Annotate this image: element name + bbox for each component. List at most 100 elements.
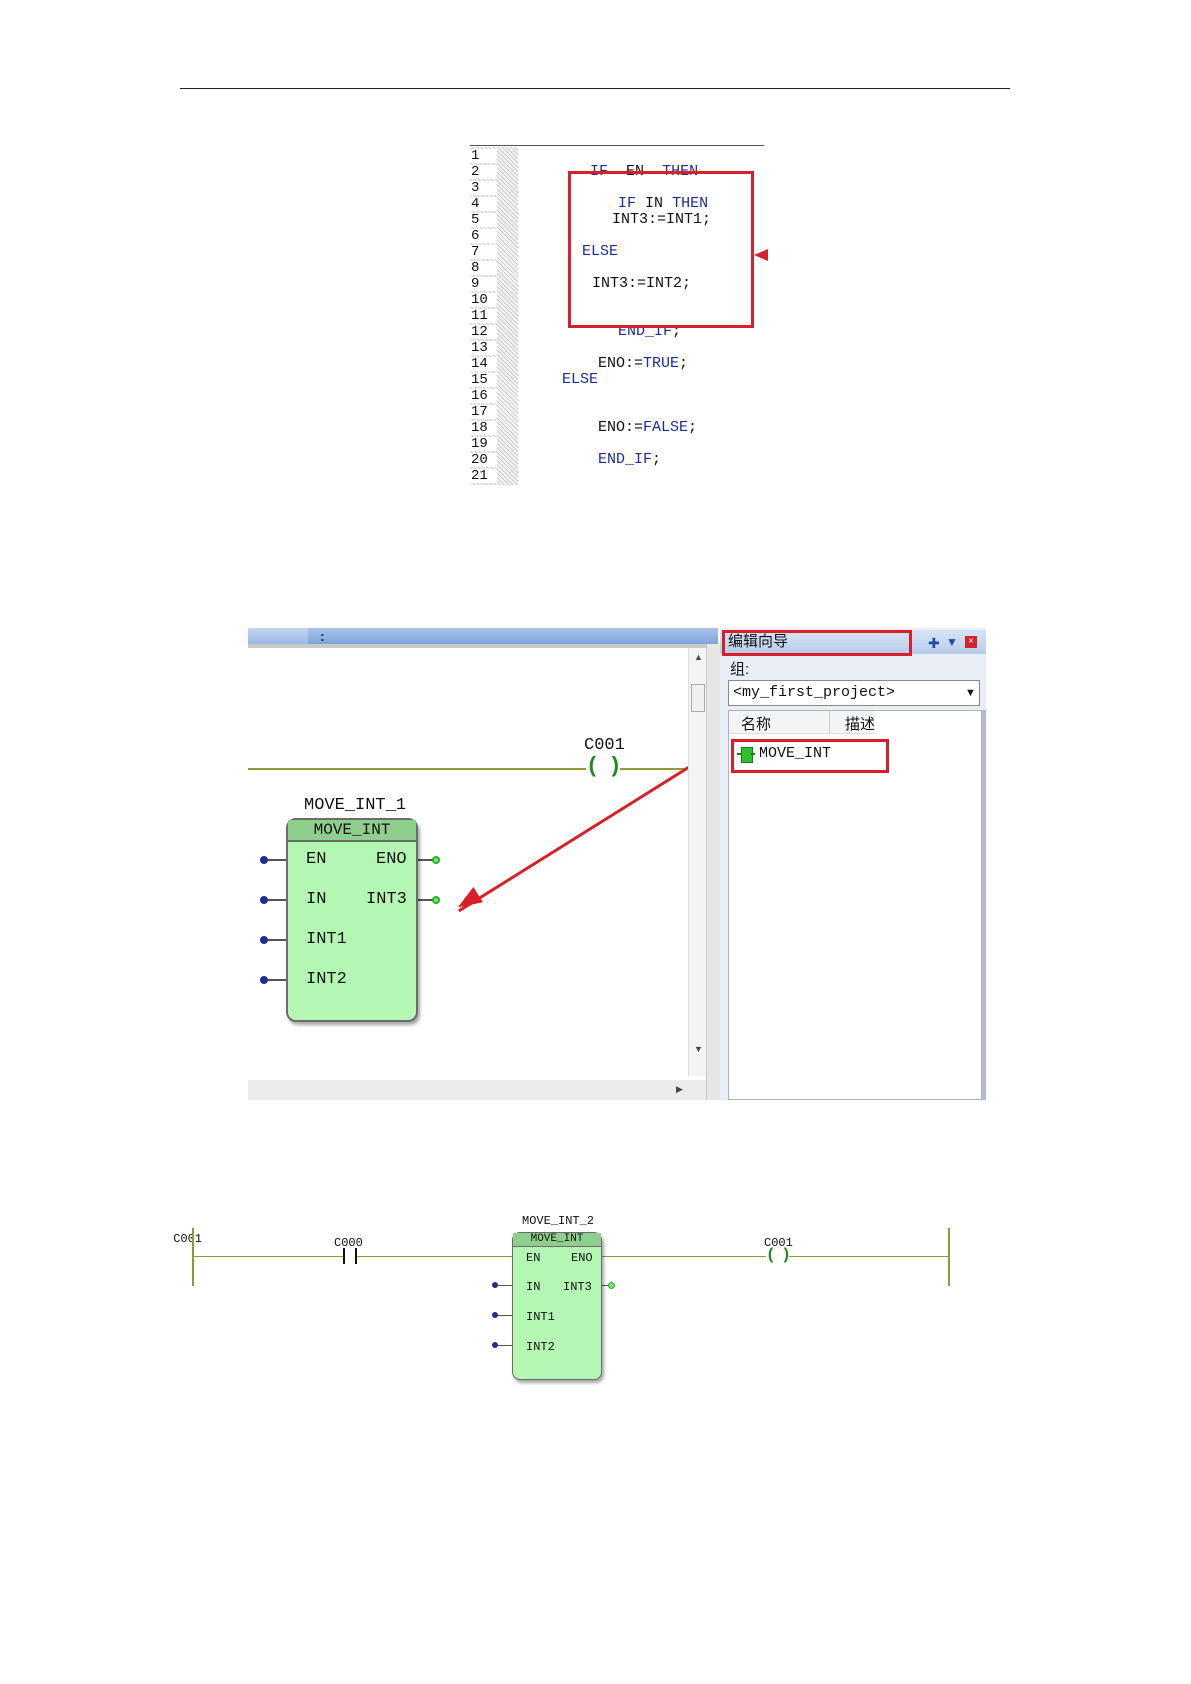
highlight-arrow-icon — [754, 249, 768, 261]
input-pin-dot[interactable] — [492, 1342, 498, 1348]
line-number: 8 — [470, 261, 497, 275]
code-line-5[interactable]: INT3:=INT1; — [612, 211, 712, 228]
coil-label: C001 — [584, 736, 625, 755]
fb-output-int3: INT3 — [563, 1280, 592, 1294]
pin-wire — [266, 939, 288, 941]
input-pin-dot[interactable] — [260, 976, 268, 984]
line-number: 21 — [470, 469, 497, 483]
pin-icon[interactable]: ✚ — [928, 635, 940, 651]
editor-top-border — [470, 145, 764, 146]
block-list[interactable]: 名称 描述 MOVE_INT — [728, 710, 982, 1100]
fb-input-en: EN — [526, 1251, 541, 1265]
list-item[interactable]: MOVE_INT — [759, 745, 832, 762]
fb-instance-name: MOVE_INT_1 — [304, 796, 407, 815]
line-number: 16 — [470, 389, 497, 403]
pin-wire — [600, 1285, 610, 1286]
highlight-box — [731, 739, 889, 773]
scroll-down-icon[interactable]: ▼ — [694, 1044, 703, 1054]
close-icon[interactable]: × — [965, 636, 977, 648]
rung-line — [194, 1256, 524, 1257]
edit-wizard-panel: 编辑向导 ✚ ▼ × 组: <my_first_project> ▼ 名称 描述… — [720, 628, 986, 1100]
code-line-9[interactable]: INT3:=INT2; — [592, 275, 692, 292]
drag-arrow-line — [458, 760, 699, 913]
ide-window: : C001 ( ) MOVE_INT_1 MOVE_INT EN IN INT… — [248, 628, 986, 1100]
document-tab[interactable] — [248, 628, 308, 644]
block-icon-pin — [737, 753, 741, 755]
ladder-rung-figure: C001 C000 C001 ( ) MOVE_INT_2 MOVE_INT E… — [173, 1214, 960, 1428]
line-number: 6 — [470, 229, 497, 243]
drag-arrowhead-icon — [453, 887, 483, 915]
pin-wire — [416, 899, 434, 901]
identifier: ENO:= — [598, 419, 644, 436]
toolbar: : — [248, 628, 718, 644]
line-number: 10 — [470, 293, 497, 307]
line-number: 4 — [470, 197, 497, 211]
code-line-15[interactable]: ELSE — [562, 371, 599, 388]
function-block[interactable]: MOVE_INT EN IN INT1 INT2 ENO INT3 — [286, 818, 418, 1022]
pin-wire — [266, 859, 288, 861]
left-power-rail — [192, 1228, 194, 1286]
code-line-13[interactable]: ENO:=TRUE; — [562, 340, 688, 388]
function-block-icon — [741, 747, 753, 763]
fb-input-in: IN — [526, 1280, 541, 1294]
scroll-right-icon[interactable]: ▶ — [676, 1084, 683, 1094]
column-description[interactable]: 描述 — [845, 716, 876, 733]
line-number: 20 — [470, 453, 497, 467]
panel-title-bar: 编辑向导 ✚ ▼ × — [720, 630, 986, 656]
keyword: FALSE — [643, 419, 689, 436]
contact-label: C000 — [334, 1236, 363, 1250]
coil-symbol[interactable]: ( ) — [766, 1246, 791, 1264]
pin-wire — [494, 1315, 512, 1316]
st-code-editor: 1 2 3 4 5 6 7 8 9 10 11 12 13 14 15 16 1… — [470, 145, 768, 485]
input-pin-dot[interactable] — [492, 1282, 498, 1288]
input-pin-dot[interactable] — [260, 936, 268, 944]
vertical-scrollbar[interactable]: ▲ ▼ — [688, 648, 707, 1076]
punctuation: ; — [679, 355, 689, 372]
pin-wire — [266, 899, 288, 901]
pin-wire — [416, 859, 434, 861]
input-pin-dot[interactable] — [260, 856, 268, 864]
code-line-17[interactable]: ENO:=FALSE; — [562, 404, 697, 452]
punctuation: ; — [688, 419, 698, 436]
keyword: IF — [618, 195, 637, 212]
fb-input-en: EN — [306, 850, 327, 869]
coil-symbol[interactable]: ( ) — [586, 754, 622, 779]
fb-type-name: MOVE_INT — [513, 1233, 601, 1247]
input-pin-dot[interactable] — [492, 1312, 498, 1318]
output-pin-dot[interactable] — [432, 896, 440, 904]
output-pin-dot[interactable] — [608, 1282, 615, 1289]
scroll-thumb[interactable] — [691, 684, 705, 712]
list-header: 名称 描述 — [729, 711, 875, 734]
identifier: ENO:= — [598, 355, 644, 372]
highlight-box — [568, 171, 754, 328]
fb-output-int3: INT3 — [366, 890, 407, 909]
code-line-3[interactable]: IF IN THEN — [582, 180, 708, 228]
dropdown-icon[interactable]: ▼ — [946, 635, 958, 649]
group-label: 组: — [730, 661, 750, 678]
horizontal-scrollbar[interactable]: ▶ — [248, 1080, 706, 1100]
line-number: 2 — [470, 165, 497, 179]
fb-input-int2: INT2 — [526, 1340, 555, 1354]
left-coil-label: C001 — [173, 1232, 202, 1246]
input-pin-dot[interactable] — [260, 896, 268, 904]
toolbar-grip-icon[interactable]: : — [320, 628, 325, 644]
fb-instance-name: MOVE_INT_2 — [522, 1214, 595, 1228]
block-icon-pin — [751, 753, 755, 755]
group-select[interactable]: <my_first_project> ▼ — [728, 680, 980, 706]
contact-symbol[interactable] — [343, 1248, 357, 1264]
output-pin-dot[interactable] — [432, 856, 440, 864]
punctuation: ; — [652, 451, 662, 468]
chevron-down-icon[interactable]: ▼ — [965, 687, 976, 699]
pin-wire — [494, 1345, 512, 1346]
ladder-editor-canvas[interactable]: C001 ( ) MOVE_INT_1 MOVE_INT EN IN INT1 … — [248, 648, 699, 1080]
column-divider — [829, 711, 830, 733]
line-number: 18 — [470, 421, 497, 435]
function-block[interactable]: MOVE_INT EN IN INT1 INT2 ENO INT3 — [512, 1232, 602, 1380]
code-line-7[interactable]: ELSE — [582, 243, 619, 260]
column-name[interactable]: 名称 — [741, 716, 772, 733]
line-number: 9 — [470, 277, 497, 291]
scroll-up-icon[interactable]: ▲ — [694, 652, 703, 662]
line-number: 12 — [470, 325, 497, 339]
code-line-19[interactable]: END_IF; — [562, 436, 661, 484]
line-number: 17 — [470, 405, 497, 419]
